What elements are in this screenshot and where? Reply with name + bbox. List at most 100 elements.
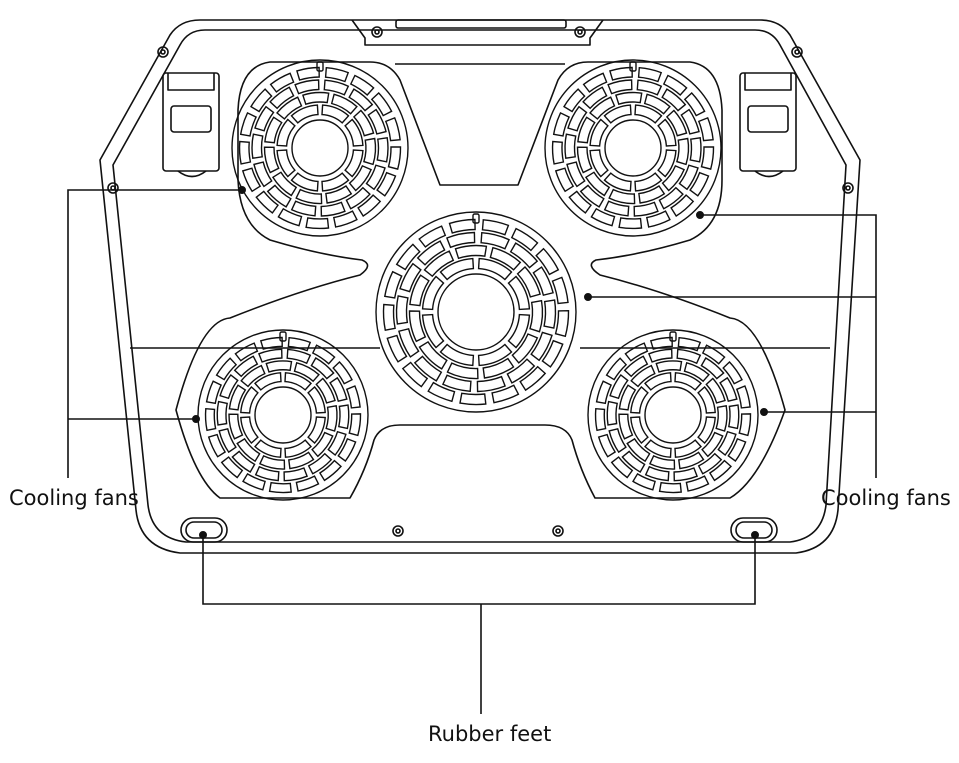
- leader-feet-bracket: [202, 535, 756, 605]
- latch-right-hinge: [744, 73, 792, 91]
- fan-bottom-left-vent: [268, 481, 292, 494]
- fan-bottom-right: [587, 329, 759, 501]
- fan-top-right-vent: [582, 72, 608, 93]
- screw-center: [160, 49, 166, 55]
- top-notch: [351, 19, 604, 46]
- fan-bottom-right-vent: [630, 416, 649, 444]
- rubber-feet-label: Rubber feet: [428, 722, 552, 746]
- fan-top-left-vent: [254, 105, 275, 132]
- latch-right-inner: [747, 105, 789, 133]
- fan-center-vent: [398, 327, 420, 358]
- fan-top-left-tab: [316, 61, 324, 72]
- fan-bottom-left-vent: [215, 357, 238, 381]
- fan-top-right-vent: [615, 91, 643, 106]
- fan-bottom-left-vent: [307, 416, 326, 444]
- fan-bottom-left-vent: [345, 385, 361, 409]
- leader-dot: [750, 530, 759, 539]
- fan-top-right-vent: [670, 194, 695, 217]
- latch-right: [739, 72, 797, 172]
- fan-center-vent: [510, 227, 539, 252]
- chassis-outline: [99, 19, 861, 554]
- fan-bottom-right-vent: [648, 454, 676, 470]
- fan-bottom-right-vent: [624, 342, 649, 362]
- fan-top-left-vent: [324, 66, 350, 83]
- fan-top-left-vent: [376, 171, 397, 197]
- fan-top-right-vent: [676, 137, 690, 166]
- fan-top-left-vent: [296, 66, 320, 81]
- fan-bottom-right-vent: [644, 439, 672, 458]
- fan-bottom-left-vent: [307, 386, 326, 414]
- fan-bottom-right-vent: [727, 437, 747, 462]
- fan-top-left-vent: [294, 79, 320, 95]
- fan-bottom-right-vent: [708, 459, 732, 482]
- fan-center-vent: [441, 374, 472, 393]
- fan-bottom-right-vent: [605, 357, 628, 381]
- fan-top-left-vent: [349, 74, 375, 96]
- fan-top-right-vent: [697, 116, 714, 142]
- screw-center: [577, 29, 583, 35]
- fan-center-vent: [395, 243, 421, 271]
- fan-bottom-left: [197, 329, 369, 501]
- fan-center-vent: [421, 275, 445, 311]
- fan-bottom-right-vent: [697, 452, 723, 475]
- fan-top-left-vent: [357, 194, 382, 217]
- fan-top-right-vent: [567, 105, 588, 132]
- fan-center-vent: [427, 381, 456, 403]
- fan-top-right-vent: [689, 137, 702, 163]
- chassis-inner-border: [112, 29, 847, 543]
- fan-top-left-vent: [344, 118, 364, 147]
- fan-bottom-right-vent: [674, 372, 702, 391]
- fan-bottom-right-vent: [738, 413, 752, 437]
- top-slot: [395, 19, 567, 29]
- fan-center-vent: [529, 299, 544, 333]
- fan-bottom-left-vent: [259, 336, 283, 350]
- fan-bottom-left-hub: [254, 386, 312, 444]
- fan-top-left-vent: [305, 217, 330, 230]
- fan-top-right-vent: [661, 164, 686, 192]
- fan-top-left-vent: [345, 186, 371, 210]
- fan-top-left-vent: [266, 184, 292, 208]
- fan-top-left-vent: [253, 161, 273, 188]
- leader-dot: [695, 211, 704, 220]
- fan-bottom-right-vent: [673, 467, 699, 482]
- fan-top-left-vent: [352, 109, 375, 137]
- fan-top-right-rim: [544, 59, 722, 237]
- fan-center: [375, 211, 577, 413]
- fan-top-right-vent: [564, 133, 577, 159]
- fan-center-vent: [383, 270, 403, 299]
- fan-bottom-left-vent: [228, 413, 244, 440]
- fan-bottom-right-vent: [677, 336, 702, 352]
- fan-bottom-left-vent: [218, 427, 237, 454]
- fan-center-vent: [507, 275, 531, 311]
- fan-bottom-left-vent: [348, 413, 362, 437]
- fan-top-left-vent: [325, 185, 353, 204]
- fan-bottom-left-vent: [315, 377, 336, 404]
- fan-center-vent: [413, 355, 443, 382]
- fan-center-vent: [401, 361, 429, 388]
- fan-bottom-right-vent: [735, 385, 751, 409]
- fan-top-right-vent: [636, 79, 663, 96]
- fan-bottom-right-vent: [647, 348, 673, 363]
- fan-bottom-right-vent: [722, 361, 743, 385]
- fan-bottom-left-vent: [311, 344, 336, 365]
- fan-top-right-vent: [678, 164, 699, 191]
- fan-top-left-vent: [276, 96, 303, 120]
- fan-center-vent: [519, 365, 547, 392]
- fan-top-left-vent: [290, 200, 317, 217]
- fan-bottom-right-vent: [644, 465, 670, 482]
- fan-top-right-vent: [700, 146, 715, 170]
- fan-center-tab: [472, 213, 480, 224]
- fan-bottom-left-vent: [228, 384, 247, 411]
- fan-bottom-right-vent: [632, 472, 656, 491]
- fan-bottom-right-vent: [606, 400, 619, 426]
- fan-center-vent: [445, 231, 476, 249]
- fan-bottom-right-vent: [595, 380, 613, 405]
- fan-bottom-left-vent: [283, 467, 309, 482]
- fan-top-right-vent: [577, 116, 596, 144]
- fan-top-right-vent: [689, 171, 710, 197]
- latch-right-foot: [754, 170, 784, 178]
- fan-top-right-vent: [609, 66, 633, 81]
- fan-center-vent: [480, 231, 511, 250]
- latch-left-hinge: [167, 73, 215, 91]
- fan-top-right-vent: [589, 149, 609, 178]
